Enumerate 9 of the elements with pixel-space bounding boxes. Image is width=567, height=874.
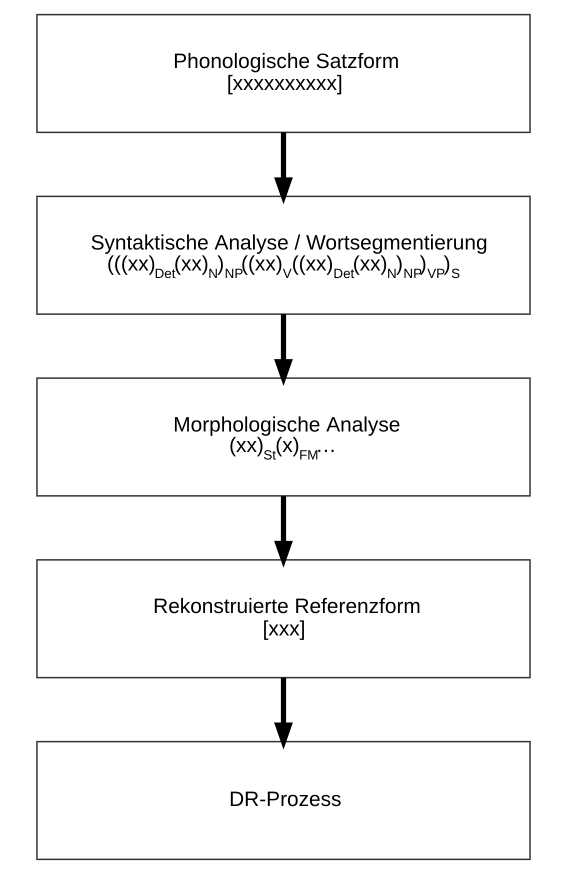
arrow xyxy=(274,678,293,750)
arrow xyxy=(274,132,293,204)
node-box: Syntaktische Analyse / Wortsegmentierung (((xx)$_{Det}$(xx)$_{N}$)$_{NP}$((xx)$_{V}$((xx)$_{Det}$(xx)$_{N}$)$_{NP}$)$_{VP}$)$_{S}$ xyxy=(36,196,531,315)
node-box: Phonologische Satzform [xxxxxxxxxx] xyxy=(36,14,531,134)
node-box: Rekonstruierte Referenzform [xxx] xyxy=(36,559,531,678)
arrow xyxy=(274,314,293,386)
arrow xyxy=(274,496,293,568)
node-box: DR-Prozess xyxy=(36,740,531,860)
node-box: Morphologische Analyse (xx)$_{St}$(x)$_{FM}$… xyxy=(36,377,531,497)
